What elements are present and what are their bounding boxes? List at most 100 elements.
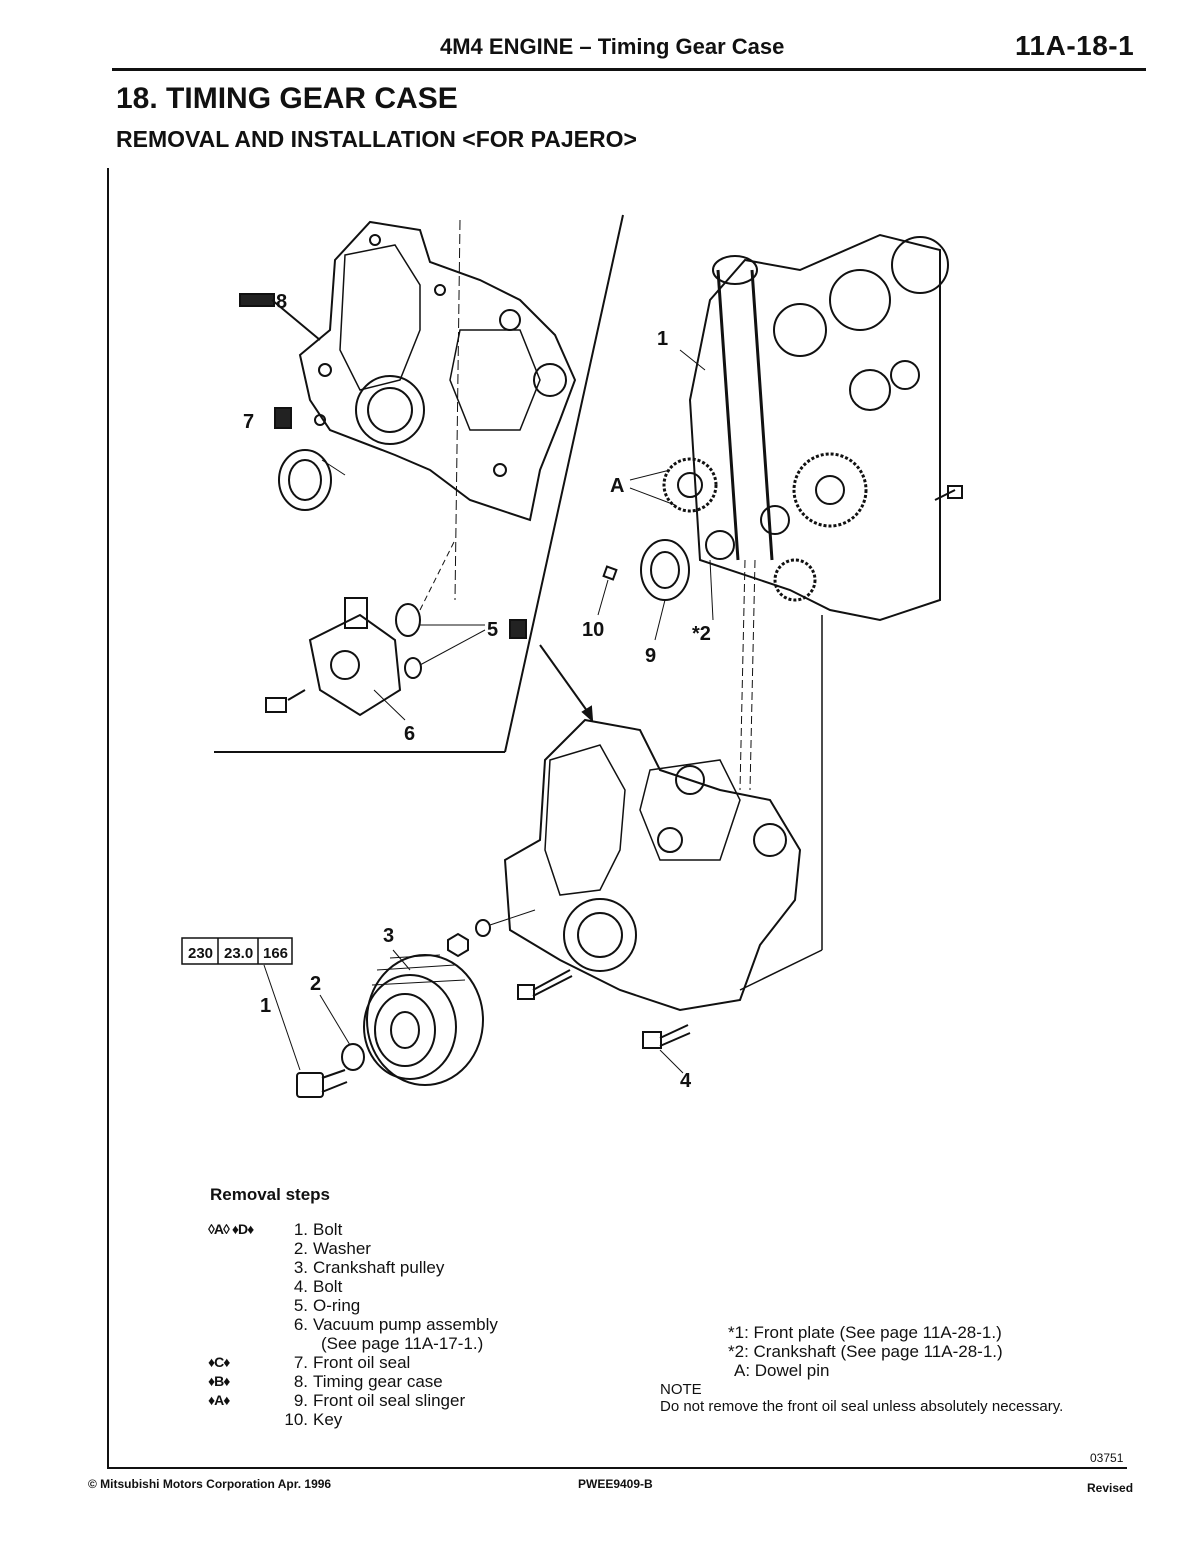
removal-steps-heading: Removal steps xyxy=(210,1185,330,1204)
header-title: 4M4 ENGINE – Timing Gear Case xyxy=(440,34,785,59)
step-number: 9. xyxy=(293,1391,308,1410)
leader-1 xyxy=(263,964,301,1071)
step-service-mark xyxy=(208,1410,284,1429)
step-service-mark xyxy=(208,1334,284,1353)
removal-step: 4. Bolt xyxy=(208,1277,498,1296)
callout-9: 9 xyxy=(645,645,656,667)
figure-code: 03751 xyxy=(1090,1451,1124,1465)
torque-nm: 230 xyxy=(188,945,213,962)
callout-7: 7 xyxy=(243,411,254,433)
step-text: (See page 11A-17-1.) xyxy=(321,1334,484,1353)
washer-2 xyxy=(341,1043,365,1071)
footer-status: Revised xyxy=(1087,1481,1134,1495)
step-service-mark: ♦C♦ xyxy=(208,1354,230,1370)
removal-step: 2. Washer xyxy=(208,1239,498,1258)
removal-step: ◊A◊ ♦D♦ 1. Bolt xyxy=(208,1220,498,1239)
callout-1-upper: 1 xyxy=(657,328,668,350)
step-service-mark: ♦B♦ xyxy=(208,1373,230,1389)
leader-2 xyxy=(319,994,351,1046)
step-text: O-ring xyxy=(313,1296,361,1315)
torque-kgm: 23.0 xyxy=(224,945,253,962)
step-number: 2. xyxy=(293,1239,308,1258)
step-service-mark xyxy=(208,1315,284,1334)
step-text: Timing gear case xyxy=(313,1372,443,1391)
front-oil-seal-7 xyxy=(274,407,346,511)
bolt-1 xyxy=(296,1069,348,1098)
removal-step: 10. Key xyxy=(208,1410,498,1429)
callout-1: 1 xyxy=(260,995,271,1017)
timing-gear-case-inset xyxy=(298,220,577,522)
callout-2-upper: *2 xyxy=(692,623,711,645)
section-title: 18. TIMING GEAR CASE xyxy=(116,82,458,115)
step-number: 1. xyxy=(293,1220,308,1239)
removal-step: 6. Vacuum pump assembly xyxy=(208,1315,498,1334)
callout-10: 10 xyxy=(582,619,604,641)
step-text: Front oil seal slinger xyxy=(313,1391,466,1410)
step-service-mark: ◊A◊ ♦D♦ xyxy=(208,1221,254,1237)
step-service-mark xyxy=(208,1296,284,1315)
torque-ftlbf: 166 xyxy=(263,945,288,962)
footer-rule xyxy=(107,1467,1127,1469)
section-subtitle: REMOVAL AND INSTALLATION <FOR PAJERO> xyxy=(116,126,637,152)
removal-step: ♦C♦ 7. Front oil seal xyxy=(208,1353,498,1372)
note-text: Do not remove the front oil seal unless … xyxy=(660,1398,1064,1415)
step-number: 7. xyxy=(293,1353,308,1372)
frame-left-rule xyxy=(107,168,109,1468)
engine-block xyxy=(662,233,963,622)
timing-gear-case-main xyxy=(503,718,802,1012)
vacuum-pump-6 xyxy=(265,539,527,721)
oil-seal-slinger-9 xyxy=(640,539,690,601)
step-text: Crankshaft pulley xyxy=(313,1258,445,1277)
bolt-4 xyxy=(642,1024,691,1049)
callout-2: 2 xyxy=(310,973,321,995)
note-dowel-pin: A: Dowel pin xyxy=(734,1361,830,1380)
footer-doc-code: PWEE9409-B xyxy=(578,1477,653,1491)
removal-step: (See page 11A-17-1.) xyxy=(208,1334,498,1353)
step-number: 6. xyxy=(293,1315,308,1334)
step-text: Bolt xyxy=(313,1277,343,1296)
step-number: 3. xyxy=(293,1258,308,1277)
leader-4 xyxy=(659,1049,684,1074)
pointer-arrow xyxy=(539,644,591,716)
removal-step: 5. O-ring xyxy=(208,1296,498,1315)
callout-8: 8 xyxy=(276,291,287,313)
step-text: Key xyxy=(313,1410,343,1429)
torque-spec-box xyxy=(181,937,293,965)
nut xyxy=(447,932,469,958)
page-number: 11A-18-1 xyxy=(1015,30,1135,61)
footer-copyright: © Mitsubishi Motors Corporation Apr. 199… xyxy=(88,1477,332,1491)
callout-6: 6 xyxy=(404,723,415,745)
step-service-mark: ♦A♦ xyxy=(208,1392,230,1408)
caution-note: NOTE Do not remove the front oil seal un… xyxy=(660,1381,1080,1415)
note-crankshaft: *2: Crankshaft (See page 11A-28-1.) xyxy=(728,1342,1003,1361)
note-label: NOTE xyxy=(660,1381,702,1398)
step-text: Bolt xyxy=(313,1220,343,1239)
notes-block: *1: Front plate (See page 11A-28-1.) *2:… xyxy=(728,1323,1003,1380)
step-number: 8. xyxy=(293,1372,308,1391)
step-text: Washer xyxy=(313,1239,371,1258)
step-number xyxy=(284,1334,308,1353)
callout-A: A xyxy=(610,475,624,497)
removal-step: ♦B♦ 8. Timing gear case xyxy=(208,1372,498,1391)
step-service-mark xyxy=(208,1239,284,1258)
leader-3 xyxy=(392,949,411,971)
step-text: Vacuum pump assembly xyxy=(313,1315,498,1334)
header-rule xyxy=(112,68,1146,71)
step-text: Front oil seal xyxy=(313,1353,411,1372)
crankshaft-pulley-3 xyxy=(363,954,484,1086)
removal-step: 3. Crankshaft pulley xyxy=(208,1258,498,1277)
long-bolt xyxy=(517,969,573,1000)
key-10 xyxy=(602,565,618,581)
step-number: 10. xyxy=(284,1410,308,1429)
plug-8 xyxy=(239,293,321,341)
callout-3: 3 xyxy=(383,925,394,947)
step-number: 4. xyxy=(293,1277,308,1296)
inset-divider-line xyxy=(504,214,624,753)
step-number: 5. xyxy=(293,1296,308,1315)
removal-step: ♦A♦ 9. Front oil seal slinger xyxy=(208,1391,498,1410)
callout-5: 5 xyxy=(487,619,498,641)
note-front-plate: *1: Front plate (See page 11A-28-1.) xyxy=(728,1323,1002,1342)
callout-4: 4 xyxy=(680,1070,692,1092)
step-service-mark xyxy=(208,1277,284,1296)
